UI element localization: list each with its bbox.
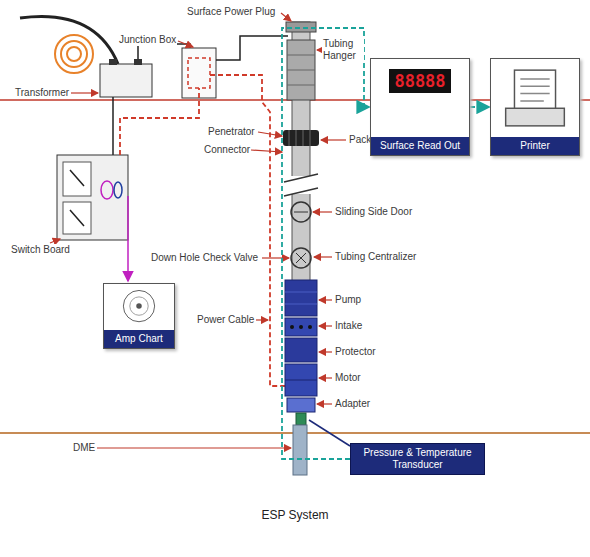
- part-label: Switch Board: [10, 244, 71, 256]
- readout-box: 88888Surface Read Out: [370, 58, 470, 156]
- part-label: Pump: [334, 294, 362, 306]
- part-label: Surface Power Plug: [186, 6, 276, 18]
- amp-icon: [104, 284, 174, 330]
- part-label: Down Hole Check Valve: [150, 252, 259, 264]
- spacer: [371, 93, 469, 137]
- icon-area: [104, 284, 174, 330]
- part-label: Junction Box: [118, 34, 177, 46]
- part-label: Connector: [203, 144, 251, 156]
- part-label: Motor: [334, 372, 362, 384]
- signal-connector: [470, 106, 489, 108]
- part-label: Sliding Side Door: [334, 206, 413, 218]
- printer-box: Printer: [490, 58, 580, 156]
- part-label: Intake: [334, 320, 363, 332]
- printer-icon: [491, 59, 579, 137]
- box-title-bar: Surface Read Out: [371, 137, 469, 155]
- part-label: Power Cable: [196, 314, 255, 326]
- amp-box: Amp Chart: [103, 283, 175, 349]
- box-title-bar: Amp Chart: [104, 330, 174, 348]
- part-label: Adapter: [334, 398, 371, 410]
- signal-connector: [282, 28, 369, 459]
- box-title-bar: Printer: [491, 137, 579, 155]
- part-label: Penetrator: [207, 126, 256, 138]
- box-text: Pressure & Temperature Transducer: [357, 447, 478, 471]
- digital-display: 88888: [389, 69, 450, 93]
- transducer-box: Pressure & Temperature Transducer: [350, 443, 485, 475]
- part-label: Transformer: [14, 87, 70, 99]
- figure-caption: ESP System: [0, 508, 590, 522]
- part-label: DME: [72, 442, 96, 454]
- part-label: Tubing Hanger: [322, 38, 364, 62]
- part-label: Protector: [334, 346, 377, 358]
- part-label: Tubing Centralizer: [334, 251, 417, 263]
- icon-area: [491, 59, 579, 137]
